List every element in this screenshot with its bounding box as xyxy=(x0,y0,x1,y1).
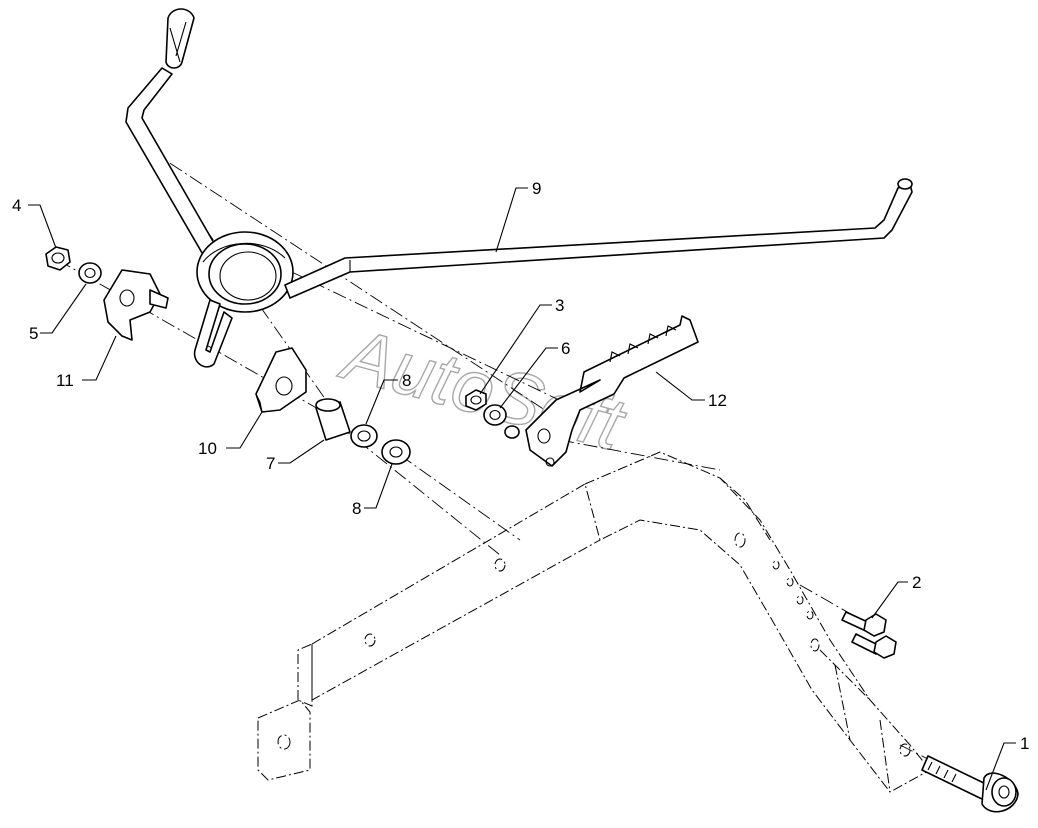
nut-part-4 xyxy=(45,246,71,271)
callout-4: 4 xyxy=(12,196,21,215)
spring-rod-part-9 xyxy=(125,8,913,368)
washer-part-5 xyxy=(78,262,102,284)
washer-part-8-lower xyxy=(381,439,411,465)
washer-part-8-upper xyxy=(350,424,378,448)
callout-8-lower: 8 xyxy=(352,499,361,518)
callout-3: 3 xyxy=(555,296,564,315)
callout-7: 7 xyxy=(266,454,275,473)
callout-2: 2 xyxy=(912,573,921,592)
leader-lines xyxy=(28,187,1016,791)
callout-6: 6 xyxy=(561,339,570,358)
frame-bracket-phantom xyxy=(257,451,931,793)
callout-5: 5 xyxy=(29,324,38,343)
callout-8-upper: 8 xyxy=(402,371,411,390)
callout-1: 1 xyxy=(1020,734,1029,753)
pawl-part-11 xyxy=(103,269,169,341)
bushing-part-7 xyxy=(315,398,351,441)
callout-12: 12 xyxy=(708,391,727,410)
callout-9: 9 xyxy=(532,179,541,198)
callout-10: 10 xyxy=(198,439,217,458)
washer-part-6 xyxy=(483,404,520,439)
cap-screw-part-1 xyxy=(921,755,1019,813)
plate-part-10 xyxy=(255,347,307,413)
nut-part-3 xyxy=(465,389,487,411)
callout-labels: 1 2 3 4 5 6 7 8 8 9 10 11 12 xyxy=(12,179,1029,753)
latch-lever-part-12 xyxy=(525,315,699,467)
bolt-pair-part-2 xyxy=(841,611,897,659)
callout-11: 11 xyxy=(56,371,74,390)
